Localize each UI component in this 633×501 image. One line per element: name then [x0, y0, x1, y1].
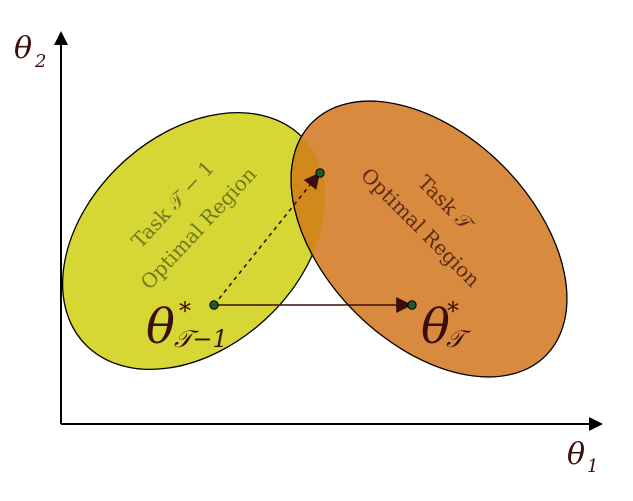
- current-optimum-superscript: *: [447, 297, 459, 325]
- overlap-optimum-point: [315, 168, 325, 178]
- y-axis-label: θ: [14, 31, 32, 66]
- x-axis-arrowhead: [589, 417, 603, 431]
- previous-optimum-point: [209, 300, 219, 310]
- x-axis-label: θ: [567, 437, 585, 472]
- current-optimum-symbol: θ: [421, 299, 450, 355]
- current-optimum-point: [407, 300, 417, 310]
- previous-optimum-subscript: 𝒯−1: [174, 325, 228, 353]
- x-axis-subscript: 1: [587, 456, 598, 477]
- previous-optimum-symbol: θ: [146, 299, 175, 355]
- shared-optimum-arrow: [213, 172, 320, 306]
- task-current-region: [290, 100, 568, 378]
- y-axis-arrowhead: [54, 31, 68, 45]
- previous-optimum-superscript: *: [179, 297, 191, 325]
- y-axis-subscript: 2: [34, 51, 46, 72]
